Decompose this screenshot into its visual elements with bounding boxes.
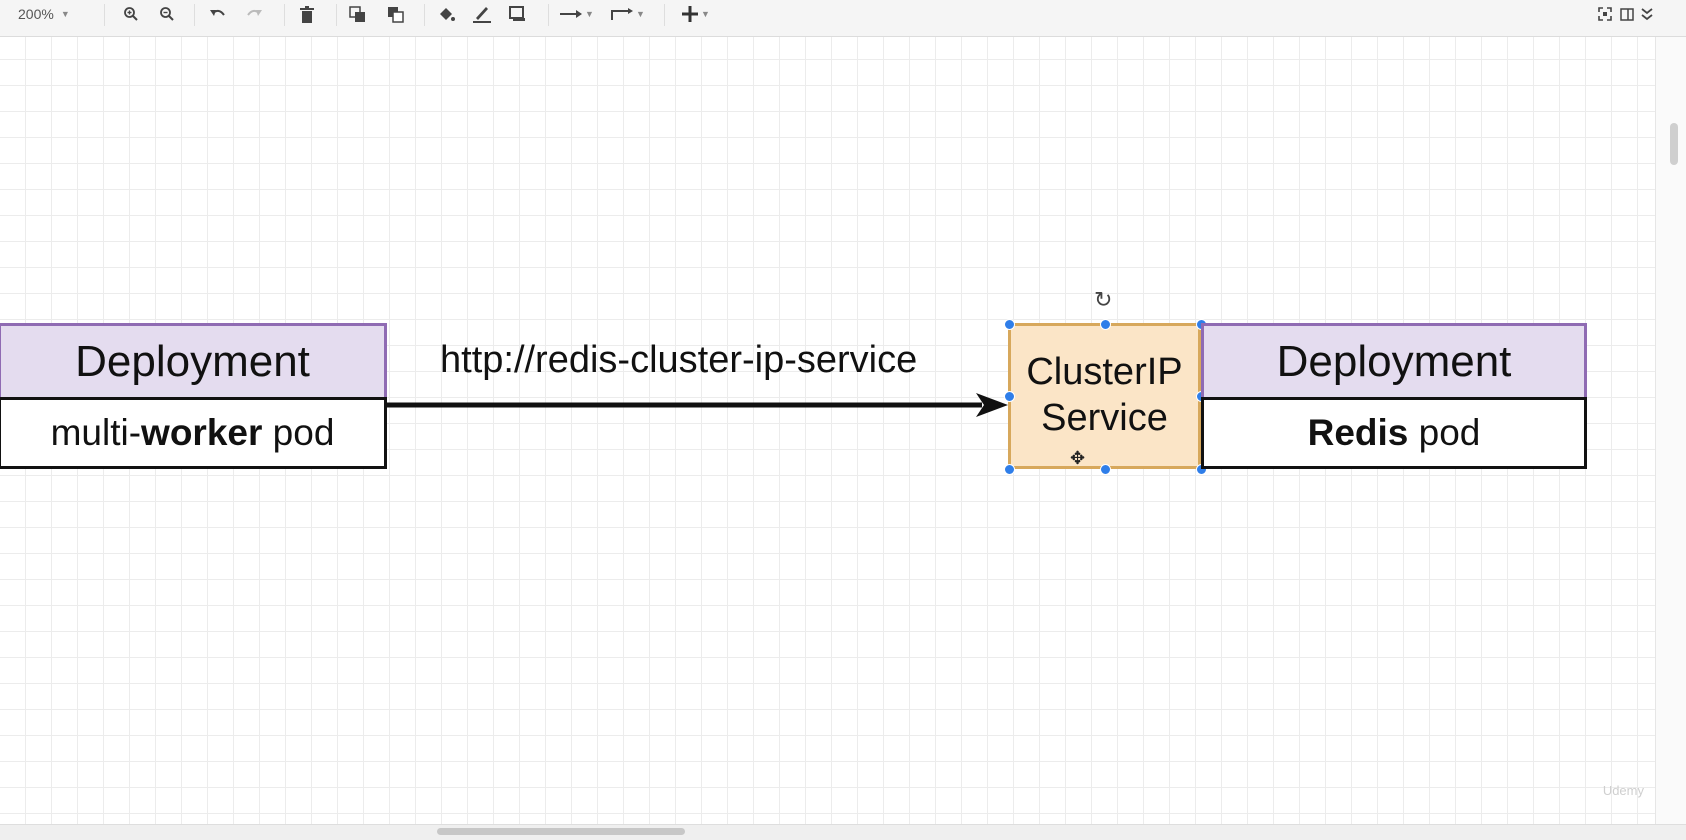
undo-icon[interactable] bbox=[206, 3, 230, 25]
service-line2: Service bbox=[1041, 397, 1168, 439]
redis-pod-box[interactable]: Redis pod bbox=[1201, 397, 1587, 469]
toolbar-divider bbox=[424, 4, 425, 26]
worker-deployment-header[interactable]: Deployment bbox=[0, 323, 387, 400]
collapse-icon[interactable] bbox=[1638, 3, 1656, 25]
line-color-icon[interactable] bbox=[470, 3, 494, 25]
zoom-dropdown[interactable]: 200% ▼ bbox=[18, 3, 88, 25]
rotate-handle-icon[interactable]: ↻ bbox=[1094, 287, 1113, 312]
service-line1: ClusterIP bbox=[1026, 351, 1183, 394]
toolbar-divider bbox=[194, 4, 195, 26]
toolbar: 200% ▼ ▼ ▼ ▼ bbox=[0, 0, 1686, 37]
toolbar-divider bbox=[104, 4, 105, 26]
resize-handle[interactable] bbox=[1004, 391, 1015, 402]
chevron-down-icon: ▼ bbox=[60, 9, 70, 19]
redis-pod-label: Redis pod bbox=[1307, 412, 1481, 453]
format-panel-icon[interactable] bbox=[1618, 3, 1636, 25]
toolbar-divider bbox=[336, 4, 337, 26]
clusterip-service-box[interactable]: ClusterIP Service bbox=[1008, 323, 1201, 469]
resize-handle[interactable] bbox=[1004, 319, 1015, 330]
zoom-in-icon[interactable] bbox=[120, 3, 142, 25]
resize-handle[interactable] bbox=[1100, 464, 1111, 475]
fill-color-icon[interactable] bbox=[434, 3, 458, 25]
chevron-down-icon: ▼ bbox=[585, 9, 594, 19]
horizontal-scrollbar[interactable] bbox=[0, 824, 1686, 840]
toolbar-divider bbox=[284, 4, 285, 26]
zoom-label: 200% bbox=[18, 6, 54, 22]
connector-arrow[interactable] bbox=[386, 393, 1010, 419]
to-back-icon[interactable] bbox=[384, 3, 408, 25]
connection-icon[interactable]: ▼ bbox=[558, 3, 596, 25]
worker-deployment-title: Deployment bbox=[75, 336, 310, 386]
toolbar-divider bbox=[548, 4, 549, 26]
udemy-watermark-logo: Udemy bbox=[1602, 783, 1644, 798]
resize-handle[interactable] bbox=[1004, 464, 1015, 475]
vertical-scroll-thumb[interactable] bbox=[1670, 123, 1678, 165]
resize-handle[interactable] bbox=[1100, 319, 1111, 330]
delete-icon[interactable] bbox=[296, 3, 318, 25]
to-front-icon[interactable] bbox=[346, 3, 370, 25]
fullscreen-icon[interactable] bbox=[1596, 3, 1614, 25]
vertical-scrollbar[interactable] bbox=[1655, 37, 1686, 824]
redis-deployment-header[interactable]: Deployment bbox=[1201, 323, 1587, 400]
chevron-down-icon: ▼ bbox=[701, 9, 710, 19]
shadow-icon[interactable] bbox=[506, 3, 530, 25]
worker-pod-box[interactable]: multi-worker pod bbox=[0, 397, 387, 469]
connector-label[interactable]: http://redis-cluster-ip-service bbox=[440, 339, 918, 381]
redo-icon[interactable] bbox=[242, 3, 266, 25]
chevron-down-icon: ▼ bbox=[636, 9, 645, 19]
horizontal-scroll-thumb[interactable] bbox=[437, 828, 685, 835]
worker-pod-label: multi-worker pod bbox=[50, 412, 335, 453]
move-cursor-icon: ✥ bbox=[1070, 448, 1086, 468]
diagram-canvas[interactable]: Deployment multi-worker pod http://redis… bbox=[0, 37, 1656, 824]
zoom-out-icon[interactable] bbox=[156, 3, 178, 25]
waypoints-icon[interactable]: ▼ bbox=[608, 3, 648, 25]
toolbar-divider bbox=[664, 4, 665, 26]
insert-icon[interactable]: ▼ bbox=[678, 3, 714, 25]
redis-deployment-title: Deployment bbox=[1276, 336, 1512, 386]
